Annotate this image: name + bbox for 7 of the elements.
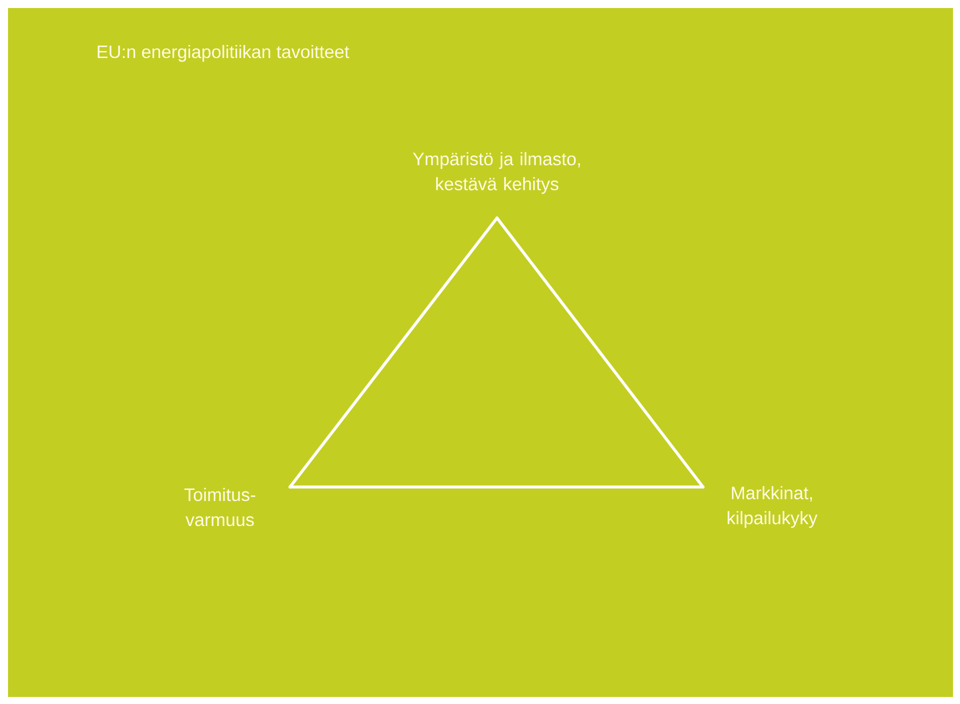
triangle-side — [496, 216, 704, 488]
triangle-side — [288, 216, 498, 488]
vertex-label: Markkinat, kilpailukyky — [728, 486, 818, 528]
vertex-label: Toimitus- varmuus — [184, 488, 256, 526]
triangle-side — [288, 486, 704, 488]
vertex-label: Ympäristö ja ilmasto, kestävä kehitys — [412, 152, 580, 194]
title: EU:n energiapolitiikan tavoitteet — [98, 44, 350, 62]
